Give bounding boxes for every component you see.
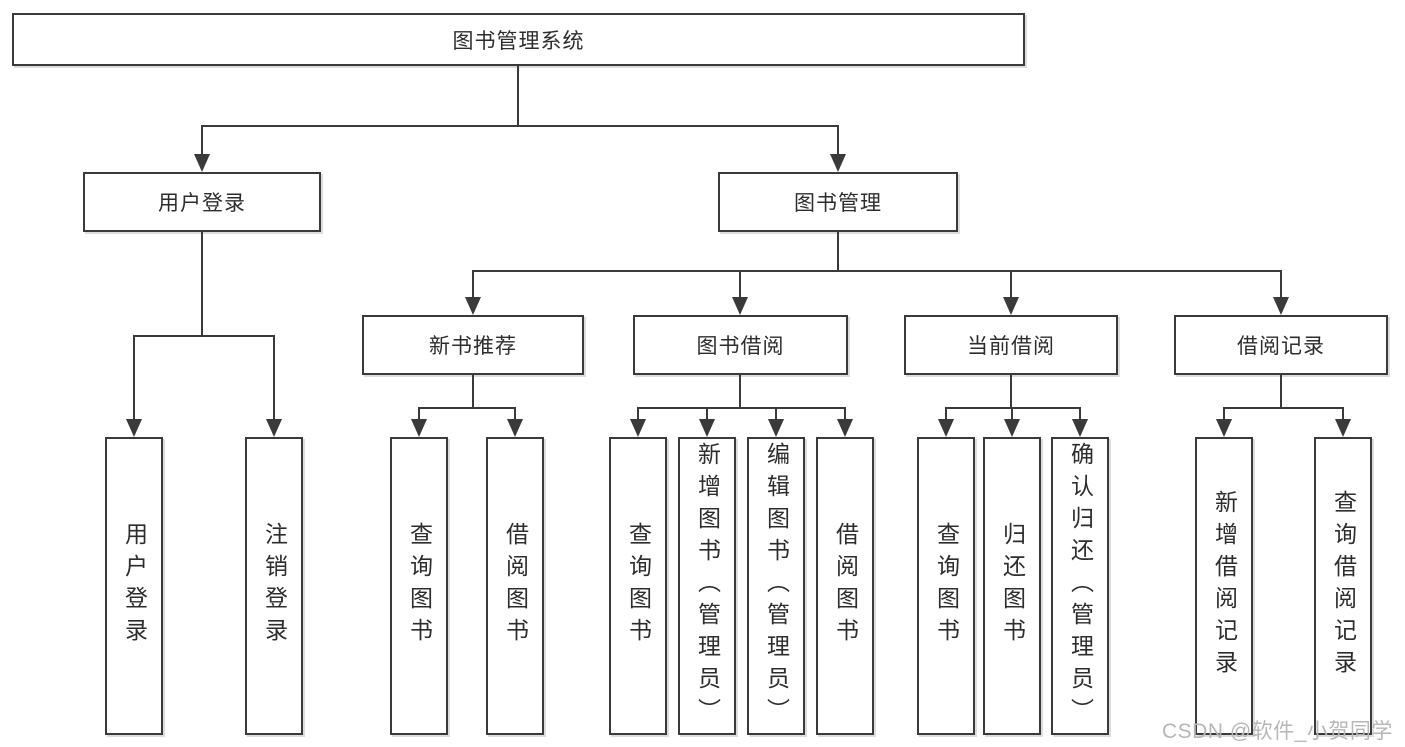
connector-line bbox=[637, 407, 846, 409]
arrow-down-icon bbox=[194, 154, 210, 172]
connector-line bbox=[837, 232, 839, 272]
node-book-borrow-label: 图书借阅 bbox=[696, 335, 785, 358]
connector-line bbox=[517, 66, 519, 127]
leaf-add-books-admin: 新增图书（管理员） bbox=[678, 437, 736, 735]
node-book-management-label: 图书管理 bbox=[794, 192, 882, 215]
csdn-watermark: CSDN @软件_小贺同学 bbox=[1162, 720, 1393, 743]
node-user-login: 用户登录 bbox=[83, 172, 321, 232]
connector-line bbox=[201, 125, 203, 156]
arrow-down-icon bbox=[699, 419, 715, 437]
arrow-down-icon bbox=[1003, 297, 1019, 315]
arrow-down-icon bbox=[266, 419, 282, 437]
leaf-borrow-books-label: 借阅图书 bbox=[502, 522, 529, 650]
connector-line bbox=[418, 407, 516, 409]
leaf-query-books: 查询图书 bbox=[609, 437, 667, 735]
connector-line bbox=[945, 407, 947, 423]
node-borrow-records-label: 借阅记录 bbox=[1237, 335, 1325, 358]
leaf-logout-label: 注销登录 bbox=[261, 522, 288, 650]
leaf-query-borrow-record-label: 查询借阅记录 bbox=[1330, 490, 1357, 682]
leaf-logout: 注销登录 bbox=[245, 437, 303, 735]
connector-line bbox=[133, 335, 275, 337]
connector-line bbox=[739, 270, 741, 300]
connector-line bbox=[1079, 407, 1081, 423]
leaf-borrow-books: 借阅图书 bbox=[816, 437, 874, 735]
leaf-borrow-books-label: 借阅图书 bbox=[832, 522, 859, 650]
leaf-confirm-return-admin: 确认归还（管理员） bbox=[1051, 437, 1109, 735]
leaf-query-books: 查询图书 bbox=[390, 437, 448, 735]
arrow-down-icon bbox=[732, 297, 748, 315]
leaf-add-books-admin-label: 新增图书（管理员） bbox=[694, 442, 721, 730]
leaf-edit-books-admin-label: 编辑图书（管理员） bbox=[763, 442, 790, 730]
arrow-down-icon bbox=[837, 419, 853, 437]
arrow-down-icon bbox=[126, 419, 142, 437]
connector-line bbox=[1342, 407, 1344, 423]
arrow-down-icon bbox=[465, 297, 481, 315]
connector-line bbox=[514, 407, 516, 423]
node-new-book-recommend: 新书推荐 bbox=[362, 315, 584, 375]
connector-line bbox=[1011, 407, 1013, 423]
connector-line bbox=[273, 335, 275, 423]
connector-line bbox=[739, 375, 741, 409]
leaf-add-borrow-record: 新增借阅记录 bbox=[1195, 437, 1253, 735]
connector-line bbox=[201, 125, 839, 127]
arrow-down-icon bbox=[1335, 419, 1351, 437]
leaf-borrow-books: 借阅图书 bbox=[486, 437, 544, 735]
arrow-down-icon bbox=[1273, 297, 1289, 315]
node-current-borrow-label: 当前借阅 bbox=[967, 335, 1055, 358]
connector-line bbox=[706, 407, 708, 423]
arrow-down-icon bbox=[411, 419, 427, 437]
connector-line bbox=[201, 232, 203, 337]
leaf-confirm-return-admin-label: 确认归还（管理员） bbox=[1067, 442, 1094, 730]
connector-line bbox=[472, 270, 474, 300]
node-book-borrow: 图书借阅 bbox=[633, 315, 848, 375]
connector-line bbox=[1223, 407, 1344, 409]
arrow-down-icon bbox=[830, 154, 846, 172]
leaf-query-books-label: 查询图书 bbox=[933, 522, 960, 650]
node-book-management: 图书管理 bbox=[718, 172, 958, 232]
connector-line bbox=[1010, 270, 1012, 300]
connector-line bbox=[472, 375, 474, 409]
arrow-down-icon bbox=[1216, 419, 1232, 437]
node-user-login-label: 用户登录 bbox=[158, 192, 246, 215]
arrow-down-icon bbox=[1072, 419, 1088, 437]
node-new-book-recommend-label: 新书推荐 bbox=[429, 335, 517, 358]
connector-line bbox=[775, 407, 777, 423]
arrow-down-icon bbox=[768, 419, 784, 437]
connector-line bbox=[472, 270, 1282, 272]
leaf-query-books-label: 查询图书 bbox=[406, 522, 433, 650]
connector-line bbox=[837, 125, 839, 156]
arrow-down-icon bbox=[1004, 419, 1020, 437]
leaf-return-books: 归还图书 bbox=[983, 437, 1041, 735]
leaf-query-books-label: 查询图书 bbox=[625, 522, 652, 650]
arrow-down-icon bbox=[630, 419, 646, 437]
leaf-add-borrow-record-label: 新增借阅记录 bbox=[1211, 490, 1238, 682]
connector-line bbox=[1280, 270, 1282, 300]
leaf-return-books-label: 归还图书 bbox=[999, 522, 1026, 650]
leaf-edit-books-admin: 编辑图书（管理员） bbox=[747, 437, 805, 735]
leaf-query-borrow-record: 查询借阅记录 bbox=[1314, 437, 1372, 735]
connector-line bbox=[418, 407, 420, 423]
connector-line bbox=[1223, 407, 1225, 423]
node-borrow-records: 借阅记录 bbox=[1174, 315, 1388, 375]
connector-line bbox=[133, 335, 135, 423]
node-current-borrow: 当前借阅 bbox=[904, 315, 1118, 375]
leaf-user-login-label: 用户登录 bbox=[121, 522, 148, 650]
node-root-system: 图书管理系统 bbox=[12, 13, 1025, 66]
connector-line bbox=[1010, 375, 1012, 409]
connector-line bbox=[844, 407, 846, 423]
arrow-down-icon bbox=[938, 419, 954, 437]
connector-line bbox=[637, 407, 639, 423]
leaf-user-login: 用户登录 bbox=[105, 437, 163, 735]
connector-line bbox=[945, 407, 1081, 409]
node-root-label: 图书管理系统 bbox=[452, 29, 585, 53]
arrow-down-icon bbox=[507, 419, 523, 437]
connector-line bbox=[1280, 375, 1282, 409]
leaf-query-books: 查询图书 bbox=[917, 437, 975, 735]
